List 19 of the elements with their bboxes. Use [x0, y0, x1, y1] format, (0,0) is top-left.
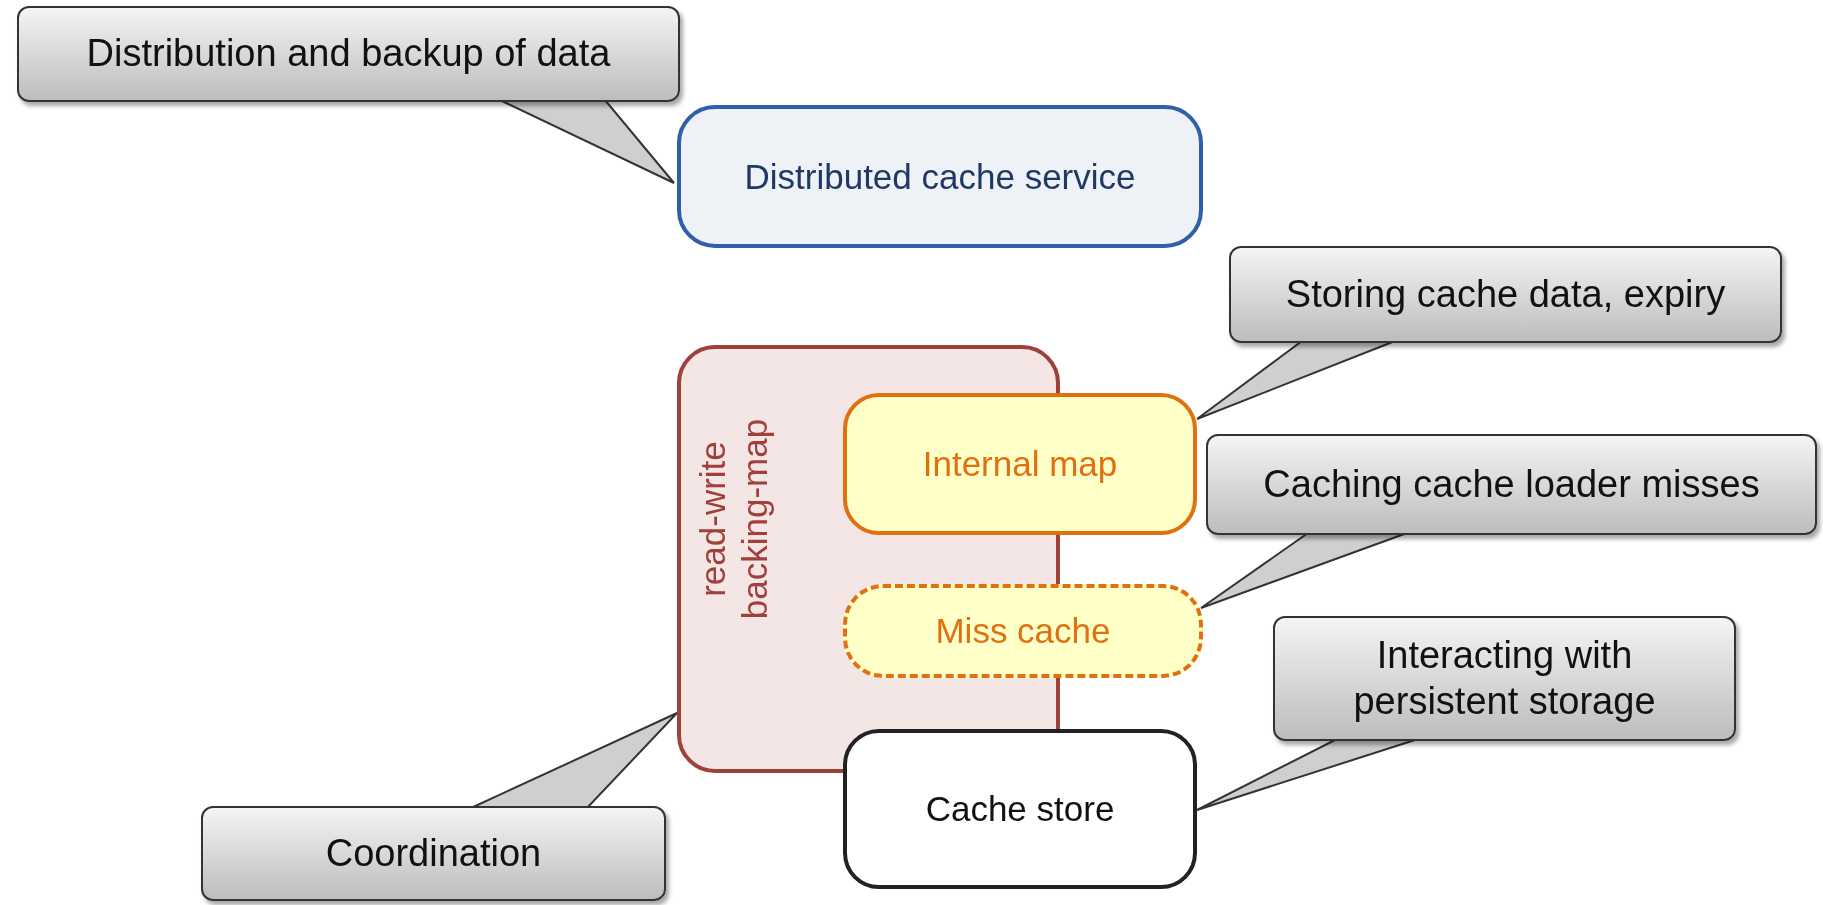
box-label: Internal map [922, 443, 1118, 485]
callout-box [1206, 434, 1817, 535]
process-box [843, 393, 1197, 535]
process-box [843, 584, 1203, 678]
box-label: Cache store [925, 788, 1115, 830]
box-label: Miss cache [935, 610, 1111, 652]
callout-text: Storing cache data, expiry [1285, 271, 1726, 317]
callout-text: Distribution and backup of data [86, 31, 611, 77]
callout-box [1273, 616, 1736, 741]
box-label: Distributed cache service [744, 155, 1136, 198]
callout-text: Interacting with persistent storage [1352, 632, 1657, 724]
callout-box [201, 806, 666, 901]
callout-text: Caching cache loader misses [1263, 461, 1760, 507]
callout-text: Coordination [325, 830, 542, 876]
callout-box [1229, 246, 1782, 343]
callout-box [17, 6, 680, 102]
process-box [843, 729, 1197, 889]
box-label: read-write backing-map [692, 417, 775, 622]
process-box [677, 105, 1203, 248]
